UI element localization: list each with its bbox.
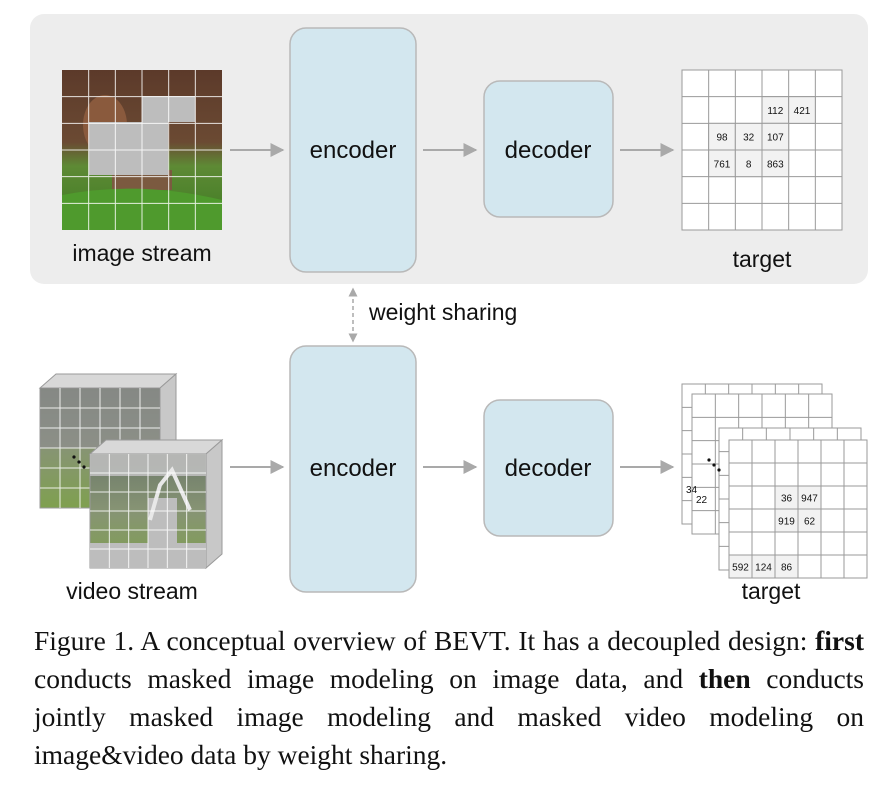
image-stream-label: image stream (72, 240, 211, 266)
top-target-token: 8 (746, 159, 752, 170)
front-target-token: 86 (781, 563, 793, 574)
top-target-token: 98 (716, 133, 728, 144)
bottom-decoder-label: decoder (505, 455, 592, 482)
top-decoder-label: decoder (505, 137, 592, 164)
bottom-encoder-label: encoder (310, 455, 397, 482)
front-target-token: 124 (755, 563, 772, 574)
video-stream-label: video stream (66, 578, 198, 604)
top-target-token: 863 (767, 159, 784, 170)
caption-then: then (698, 663, 751, 694)
front-target-token: 62 (804, 517, 816, 528)
weight-sharing-label: weight sharing (368, 299, 517, 325)
top-decoder-box (483, 80, 614, 218)
bottom-target-label: target (742, 578, 801, 604)
top-target-token: 112 (767, 106, 783, 117)
front-target-token: 919 (778, 517, 795, 528)
top-target-label: target (733, 246, 792, 272)
front-target-token: 947 (801, 494, 818, 505)
top-target-token: 32 (743, 133, 755, 144)
top-target-token: 761 (714, 159, 731, 170)
top-target-token: 107 (767, 133, 784, 144)
front-target-token: 36 (781, 494, 793, 505)
figure-caption: Figure 1. A conceptual overview of BEVT.… (34, 622, 864, 774)
top-encoder-label: encoder (310, 137, 397, 164)
video-stream-clips (38, 372, 224, 570)
bottom-decoder-box (483, 399, 614, 537)
back-target-token: 22 (696, 495, 708, 506)
caption-middle: conducts masked image modeling on image … (34, 663, 699, 694)
caption-prefix: Figure 1. A conceptual overview of BEVT.… (34, 625, 816, 656)
top-target-grid: 112 421 98 32 107 761 8 863 (681, 69, 843, 231)
target-sheet-4: 36 947 919 62 592 124 86 (728, 439, 868, 579)
back-target-token: 34 (686, 485, 698, 496)
front-target-token: 592 (732, 563, 749, 574)
caption-suffix: conducts jointly masked image modeling a… (34, 663, 864, 770)
top-encoder-box (289, 27, 417, 273)
bottom-encoder-box (289, 345, 417, 593)
bottom-target-stack: 342232497369479196259212486 (681, 383, 868, 579)
caption-first: first (815, 625, 864, 656)
image-stream-thumbnail (62, 70, 222, 230)
top-target-token: 421 (794, 106, 811, 117)
